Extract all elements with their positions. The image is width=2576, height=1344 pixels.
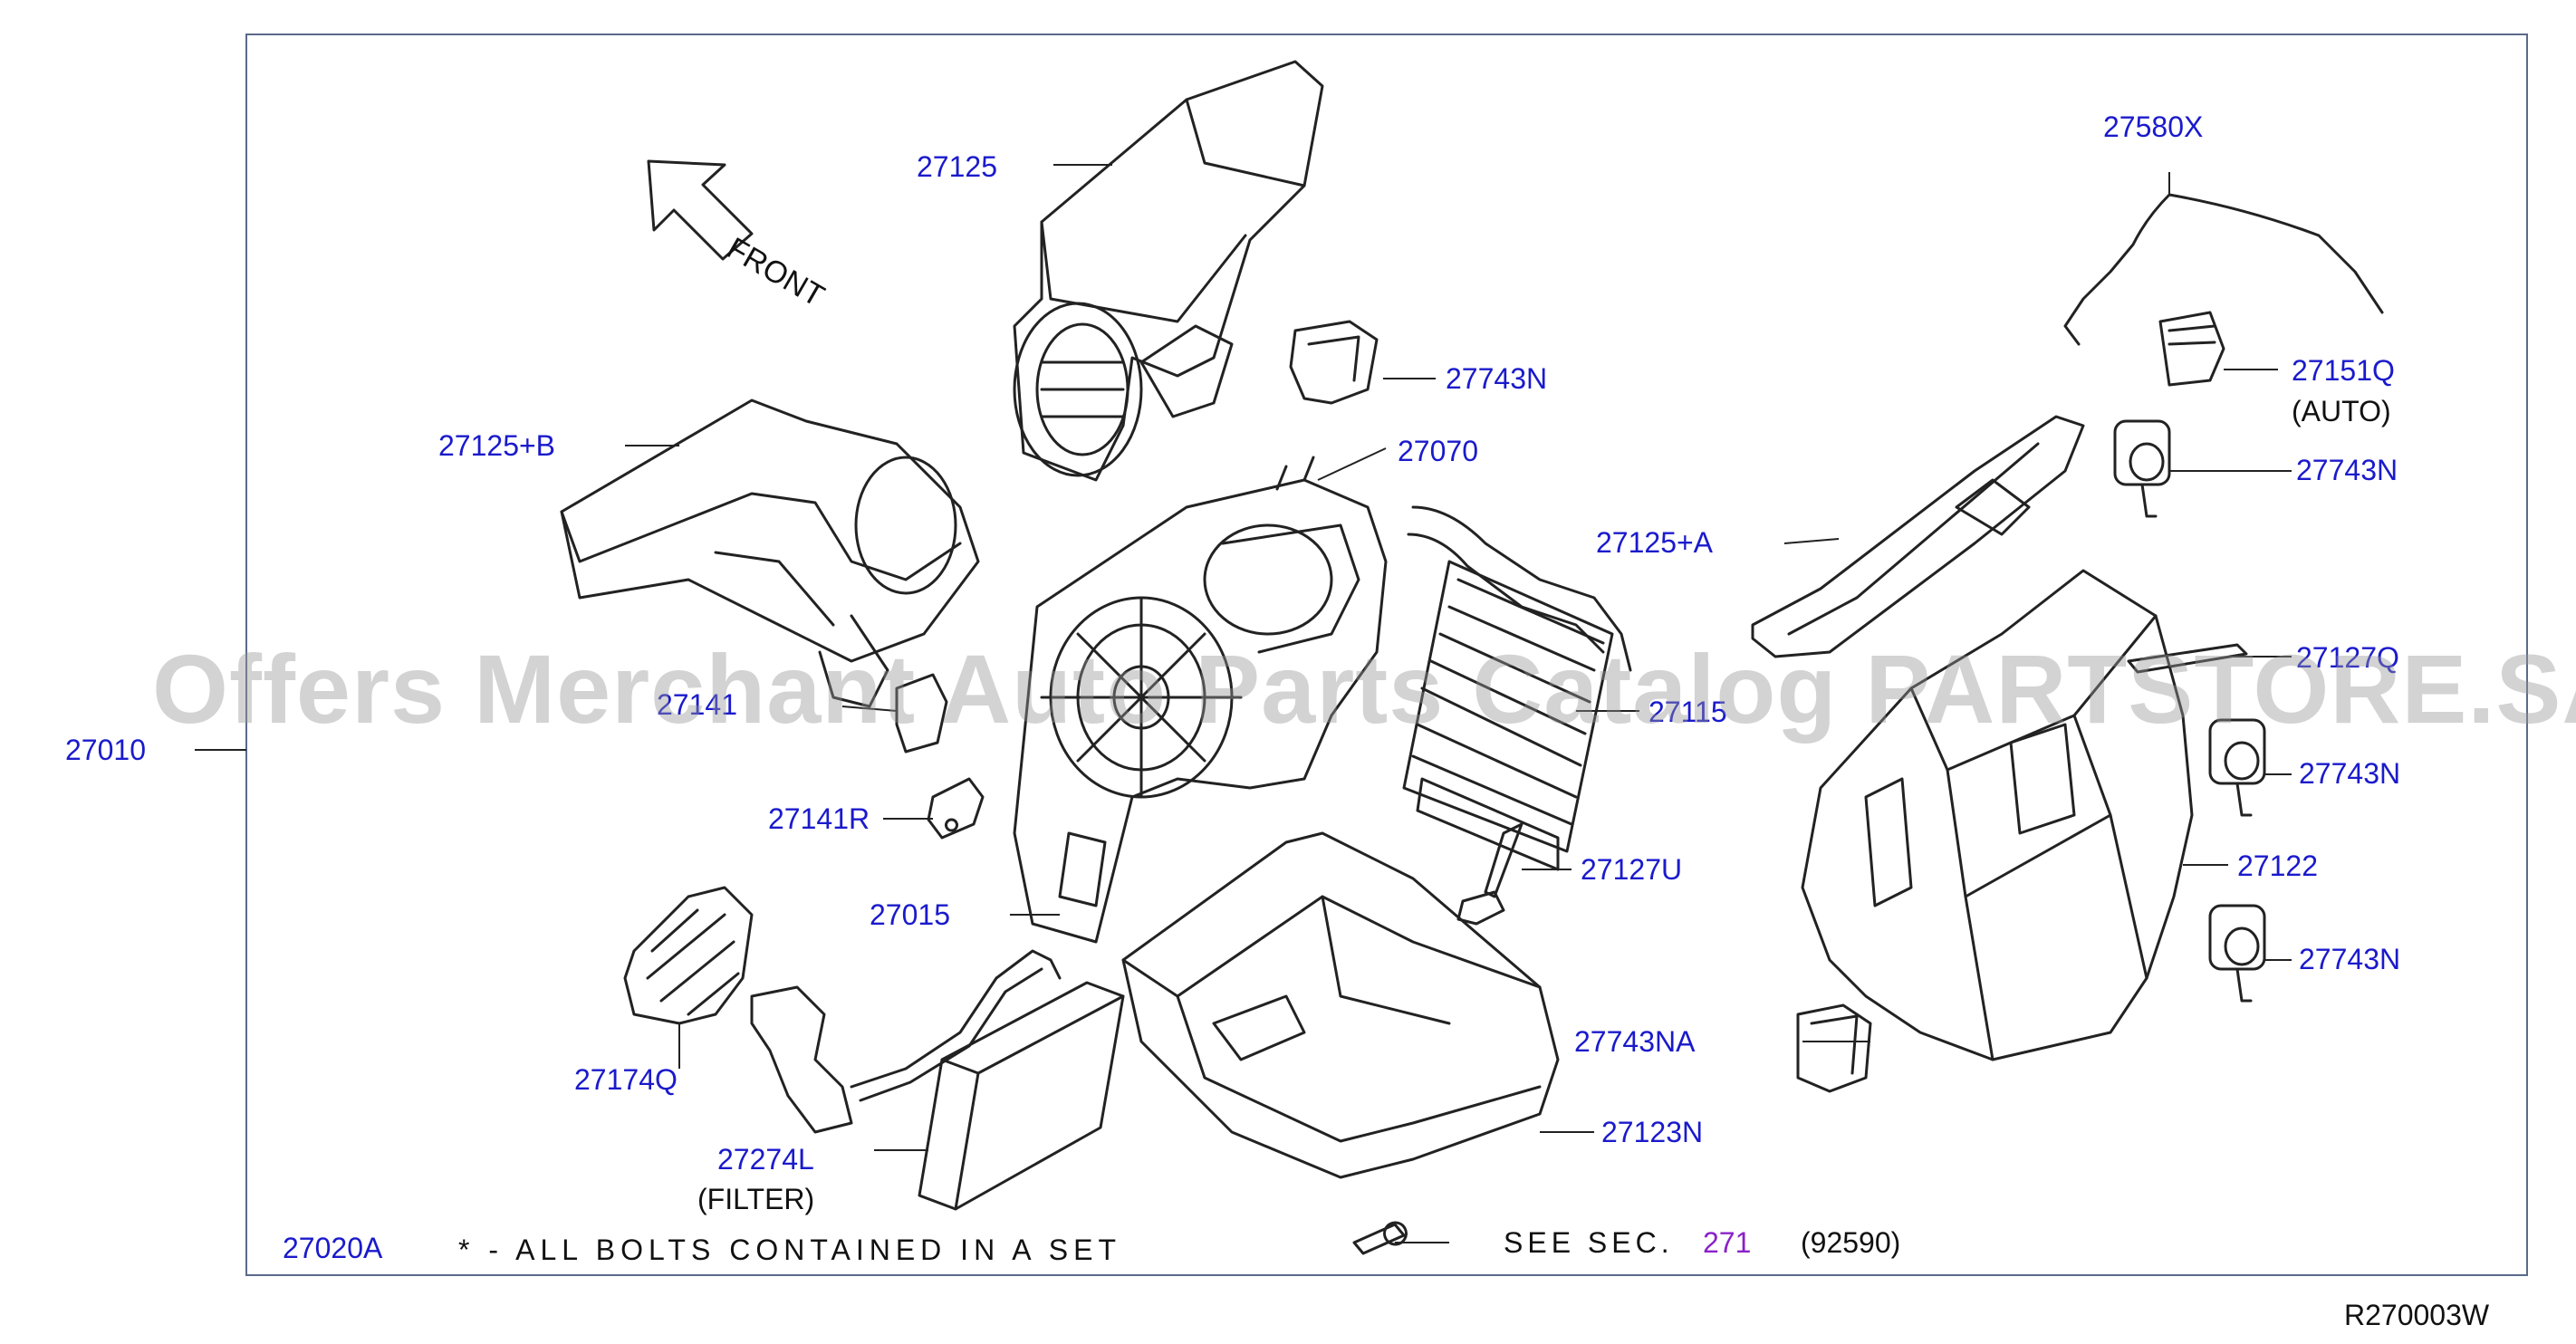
- part-27141: [895, 673, 948, 754]
- part-label-27115[interactable]: 27115: [1648, 696, 1727, 728]
- section-link-271[interactable]: 271: [1703, 1226, 1752, 1259]
- part-label-27015[interactable]: 27015: [870, 898, 950, 931]
- lower-case-27123N: [1121, 831, 1560, 1179]
- part-label-27125-B[interactable]: 27125+B: [438, 429, 556, 462]
- lever-27127Q: [2127, 643, 2248, 674]
- part-label-27743N-r3[interactable]: 27743N: [2299, 943, 2401, 975]
- bolts-note: * - ALL BOLTS CONTAINED IN A SET: [458, 1234, 1121, 1266]
- see-sec-text: SEE SEC.: [1504, 1226, 1674, 1259]
- part-label-27274L[interactable]: 27274L: [717, 1143, 814, 1176]
- part-label-27743N-r1[interactable]: 27743N: [2296, 454, 2398, 486]
- part-label-27125[interactable]: 27125: [917, 150, 997, 183]
- section-part-number: (92590): [1801, 1226, 1901, 1259]
- diagram-frame: [245, 34, 2528, 1276]
- actuator-27743N-top: [1289, 320, 1379, 405]
- part-label-27743NA[interactable]: 27743NA: [1574, 1025, 1696, 1058]
- auto-note: (AUTO): [2292, 395, 2391, 427]
- actuator-27743N-r1: [2113, 419, 2171, 518]
- part-label-27141[interactable]: 27141: [657, 688, 737, 721]
- tube-27580X: [2063, 193, 2384, 346]
- part-label-27141R[interactable]: 27141R: [768, 802, 870, 835]
- part-label-27743N-top[interactable]: 27743N: [1446, 362, 1548, 395]
- part-label-27174Q[interactable]: 27174Q: [574, 1063, 678, 1096]
- part-label-27020A[interactable]: 27020A: [283, 1232, 383, 1264]
- part-label-27580X[interactable]: 27580X: [2103, 110, 2204, 143]
- blower-duct-27125: [1013, 60, 1324, 482]
- part-label-27743N-r2[interactable]: 27743N: [2299, 757, 2401, 790]
- part-label-27125-A[interactable]: 27125+A: [1596, 526, 1714, 559]
- front-arrow-icon: [647, 159, 754, 261]
- diagram-code: R270003W: [2344, 1299, 2490, 1331]
- sensor-27151Q: [2158, 311, 2225, 387]
- blower-housing-27070: [1013, 456, 1388, 944]
- bracket-27141R: [927, 777, 985, 840]
- bracket-27174Q: [623, 886, 754, 1025]
- lever-27127U: [1456, 822, 1523, 926]
- part-label-27151Q[interactable]: 27151Q: [2292, 354, 2395, 387]
- actuator-27743N-r2: [2208, 718, 2266, 817]
- duct-27125-A: [1751, 415, 2085, 658]
- heater-case-27122: [1801, 569, 2194, 1061]
- part-label-27127U[interactable]: 27127U: [1581, 853, 1683, 886]
- actuator-27743NA: [1796, 1003, 1872, 1093]
- part-label-27123N[interactable]: 27123N: [1601, 1116, 1704, 1148]
- part-label-27010[interactable]: 27010: [65, 734, 146, 766]
- leader-lines: [195, 164, 2292, 1243]
- actuator-27743N-r3: [2208, 904, 2266, 1003]
- duct-27125-B: [560, 398, 980, 708]
- heater-core-27115: [1402, 505, 1632, 871]
- part-label-27122[interactable]: 27122: [2237, 850, 2318, 882]
- drain-hose: [750, 949, 1062, 1134]
- bolt-icon: [1352, 1221, 1408, 1255]
- filter-note: (FILTER): [697, 1183, 815, 1215]
- part-label-27070[interactable]: 27070: [1398, 435, 1478, 467]
- part-label-27127Q[interactable]: 27127Q: [2296, 641, 2399, 674]
- filter-27274L: [918, 981, 1125, 1211]
